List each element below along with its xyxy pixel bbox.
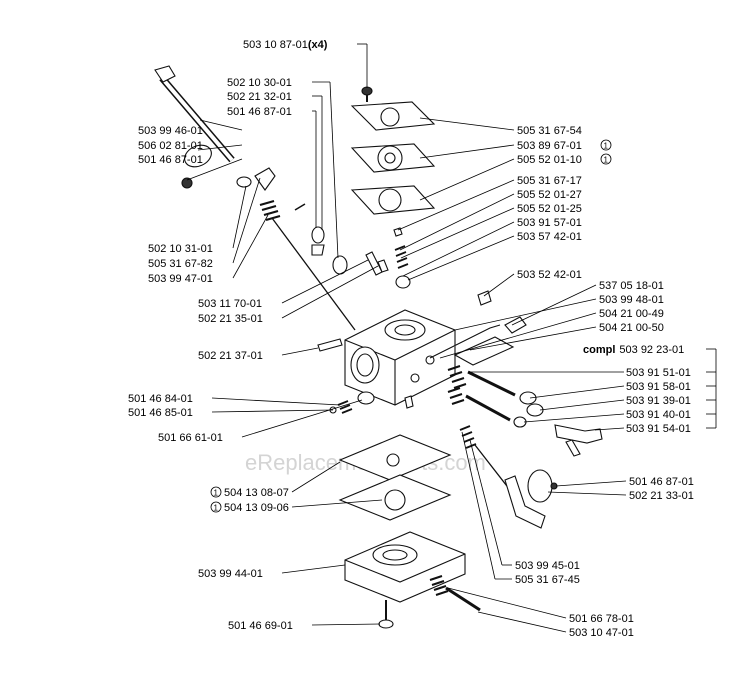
- label-left-0: 503 99 46-01: [138, 125, 203, 137]
- label-right-17: 503 91 54-01: [626, 423, 691, 435]
- label-right-22: 501 66 78-01: [569, 613, 634, 625]
- label-right-20: 503 99 45-01: [515, 560, 580, 572]
- spring-upper-left: [259, 199, 281, 222]
- label-left-11: 502 21 37-01: [198, 350, 263, 362]
- label-left-9: 503 11 70-01: [198, 298, 262, 310]
- label-right-8: 503 52 42-01: [517, 269, 582, 281]
- label-left-13: 501 46 85-01: [128, 407, 193, 419]
- circle-marker-r1: 1: [604, 142, 609, 151]
- gasket-3: [350, 185, 436, 215]
- label-right-14: 503 91 58-01: [626, 381, 691, 393]
- label-right-1-group: 503 89 67-01 1: [517, 139, 612, 152]
- label-left-10: 502 21 35-01: [198, 313, 263, 325]
- adjust-screws: [447, 365, 544, 428]
- label-top: 503 10 87-01(x4): [243, 39, 328, 51]
- lower-diaphragm: [338, 474, 452, 521]
- label-right-18: 501 46 87-01: [629, 476, 694, 488]
- label-right-2-group: 505 52 01-10 1: [517, 153, 612, 166]
- circle-marker-l2: 1: [214, 504, 219, 513]
- circle-marker-l1: 1: [214, 489, 219, 498]
- label-left-6: 502 10 31-01: [148, 243, 213, 255]
- label-right-2: 505 52 01-10: [517, 154, 582, 166]
- label-left-3: 502 10 30-01: [227, 77, 292, 89]
- leader-lines: [186, 43, 717, 633]
- label-left-15: 504 13 08-07: [224, 487, 289, 499]
- label-left-14: 501 66 61-01: [158, 432, 223, 444]
- circle-marker-r2: 1: [604, 156, 609, 165]
- label-left-1: 506 02 81-01: [138, 140, 203, 152]
- label-left-16-group: 1 504 13 09-06: [210, 501, 289, 514]
- label-right-4: 505 52 01-27: [517, 189, 582, 201]
- label-right-9: 537 05 18-01: [599, 280, 664, 292]
- label-right-16: 503 91 40-01: [626, 409, 691, 421]
- label-right-15: 503 91 39-01: [626, 395, 691, 407]
- label-right-0: 505 31 67-54: [517, 125, 582, 137]
- parts-illustration: [154, 65, 603, 629]
- label-left-18: 501 46 69-01: [228, 620, 293, 632]
- label-left-15-group: 1 504 13 08-07: [210, 486, 289, 499]
- label-right-6: 503 91 57-01: [517, 217, 582, 229]
- label-right-1: 503 89 67-01: [517, 140, 582, 152]
- label-left-5: 501 46 87-01: [227, 106, 292, 118]
- label-right-19: 502 21 33-01: [629, 490, 694, 502]
- label-right-5: 505 52 01-25: [517, 203, 582, 215]
- label-right-7: 503 57 42-01: [517, 231, 582, 243]
- label-left-12: 501 46 84-01: [128, 393, 193, 405]
- label-left-16: 504 13 09-06: [224, 502, 289, 514]
- label-right-12: 504 21 00-50: [599, 322, 664, 334]
- labels: 503 10 87-01(x4) 503 99 46-01 506 02 81-…: [128, 39, 694, 639]
- label-right-21: 505 31 67-45: [515, 574, 580, 586]
- label-left-17: 503 99 44-01: [198, 568, 263, 580]
- label-right-3: 505 31 67-17: [517, 175, 582, 187]
- label-left-2: 501 46 87-01: [138, 154, 203, 166]
- label-right-23: 503 10 47-01: [569, 627, 634, 639]
- carburetor-body: [344, 309, 456, 406]
- label-right-10: 503 99 48-01: [599, 294, 664, 306]
- lower-gasket: [338, 434, 452, 481]
- label-left-7: 505 31 67-82: [148, 258, 213, 270]
- diaphragm-2: [350, 143, 436, 173]
- label-left-4: 502 21 32-01: [227, 91, 292, 103]
- label-right-13: 503 91 51-01: [626, 367, 691, 379]
- label-right-11: 504 21 00-49: [599, 308, 664, 320]
- label-left-8: 503 99 47-01: [148, 273, 213, 285]
- gasket-1: [350, 101, 436, 131]
